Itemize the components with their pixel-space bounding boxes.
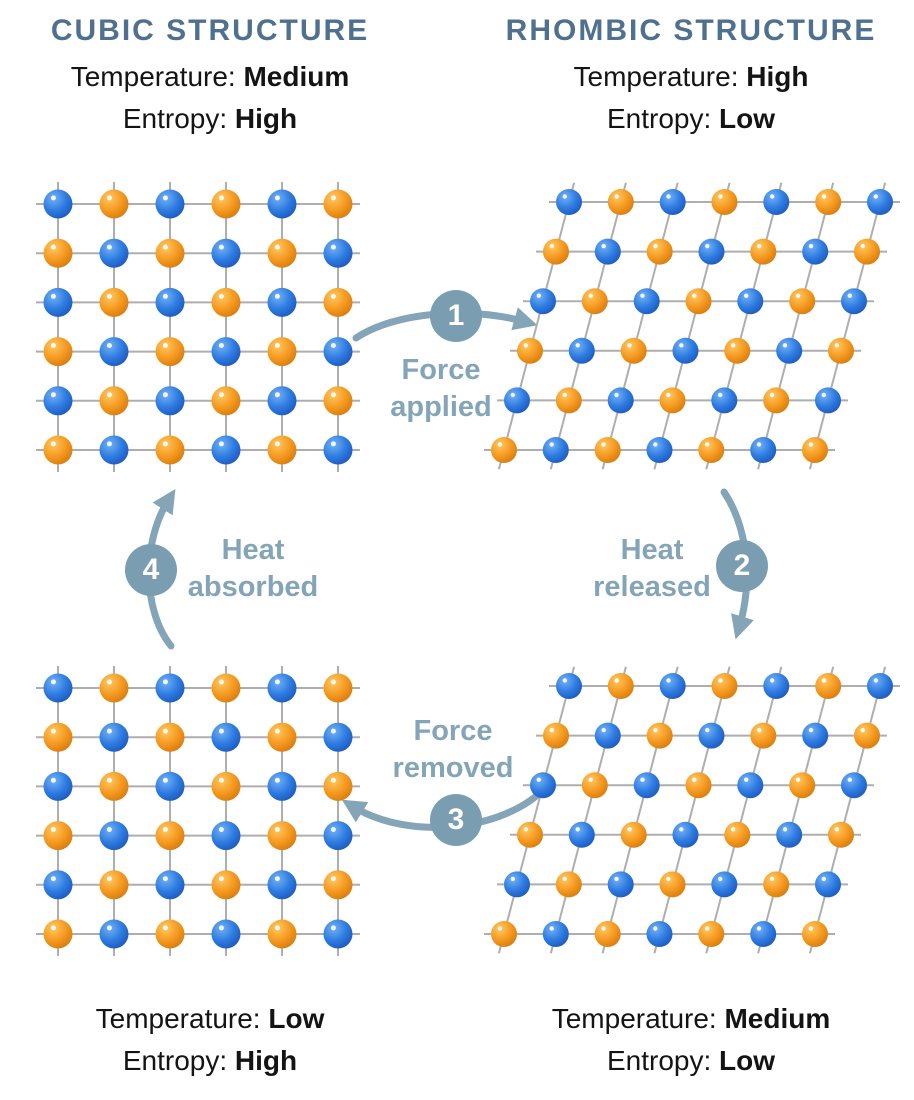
cubic-structure-title: CUBIC STRUCTURE (50, 14, 370, 47)
cubic-lattice-bottom-left (22, 652, 374, 970)
temperature-line-top-left: Temperature: Medium (0, 56, 420, 98)
entropy-label: Entropy: (606, 103, 712, 134)
cubic-lattice-svg (36, 182, 360, 472)
entropy-label: Entropy: (122, 1045, 228, 1076)
entropy-value: High (234, 1045, 298, 1076)
temperature-line-bottom-left: Temperature: Low (0, 998, 420, 1040)
temperature-label: Temperature: (95, 1003, 261, 1034)
temperature-value: High (746, 61, 809, 92)
entropy-label: Entropy: (606, 1045, 712, 1076)
bottom-right-caption: Temperature: Medium Entropy: Low (468, 998, 914, 1082)
step-3-badge: 3 (430, 794, 482, 846)
temperature-label: Temperature: (70, 61, 236, 92)
step-2-label: Heat released (542, 532, 762, 606)
step-3-label-line1: Force (413, 715, 493, 747)
temperature-label: Temperature: (551, 1003, 717, 1034)
entropy-line-bottom-left: Entropy: High (0, 1040, 420, 1082)
cubic-lattice-svg (36, 666, 360, 956)
entropy-value: Low (719, 1045, 776, 1076)
step-3-label: Force removed (343, 713, 563, 787)
rhombic-lattice-bottom-right (484, 662, 900, 958)
rhombic-state-header: RHOMBIC STRUCTURE Temperature: High Entr… (468, 12, 914, 140)
cubic-state-header: CUBIC STRUCTURE Temperature: Medium Entr… (0, 12, 420, 140)
temperature-line-bottom-right: Temperature: Medium (468, 998, 914, 1040)
step-4-label-line2: absorbed (187, 571, 319, 603)
step-1-label: Force applied (331, 352, 551, 426)
temperature-value: Medium (724, 1003, 831, 1034)
step-1-label-line2: applied (390, 391, 492, 423)
entropy-line-bottom-right: Entropy: Low (468, 1040, 914, 1082)
step-2-badge: 2 (716, 540, 768, 592)
step-1-label-line1: Force (401, 354, 481, 386)
temperature-line-top-right: Temperature: High (468, 56, 914, 98)
step-3-label-line2: removed (392, 752, 514, 784)
temperature-value: Medium (243, 61, 350, 92)
rhombic-lattice-svg (484, 666, 900, 954)
step-4-label-line1: Heat (221, 534, 285, 566)
rhombic-structure-title: RHOMBIC STRUCTURE (505, 14, 877, 47)
temperature-value: Low (268, 1003, 325, 1034)
step-2-label-line2: released (593, 571, 711, 603)
rhombic-lattice-top-right (484, 178, 900, 474)
bottom-left-caption: Temperature: Low Entropy: High (0, 998, 420, 1082)
entropy-value: High (234, 103, 298, 134)
entropy-line-top-right: Entropy: Low (468, 98, 914, 140)
entropy-line-top-left: Entropy: High (0, 98, 420, 140)
step-4-label: Heat absorbed (143, 532, 363, 606)
rhombic-lattice-svg (484, 182, 900, 470)
step-4-badge: 4 (125, 544, 177, 596)
cubic-lattice-top-left (22, 168, 374, 486)
entropy-label: Entropy: (122, 103, 228, 134)
step-1-badge: 1 (430, 290, 482, 342)
temperature-label: Temperature: (573, 61, 739, 92)
step-2-label-line1: Heat (620, 534, 684, 566)
entropy-value: Low (719, 103, 776, 134)
